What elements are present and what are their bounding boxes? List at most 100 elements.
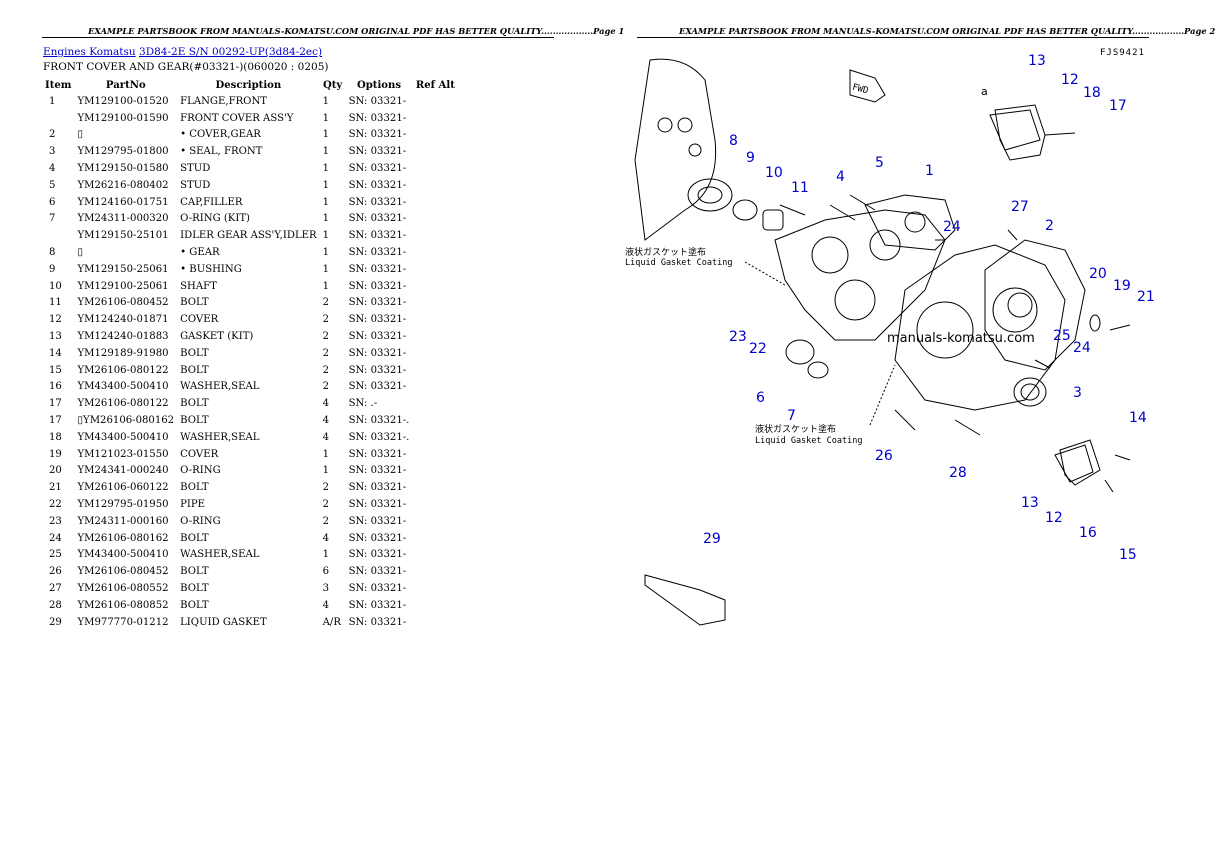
cell-ref-alt <box>412 395 458 412</box>
front-seal-ring <box>687 178 733 212</box>
breadcrumb-link-engines[interactable]: Engines Komatsu <box>43 46 136 58</box>
cell-options: SN: 03321-. <box>348 431 410 443</box>
cell-options: SN: 03321- <box>348 364 407 376</box>
shaft <box>762 209 784 231</box>
cell-ref-alt <box>412 143 458 160</box>
cell-description: GASKET (KIT) <box>180 331 254 343</box>
fwd-label: FWD <box>851 83 869 97</box>
cell-options: SN: 03321- <box>348 280 407 292</box>
cell-description: CAP,FILLER <box>180 196 243 208</box>
cell-item-number: 7 <box>49 213 56 225</box>
callout-6: 6 <box>756 390 765 406</box>
header-rule <box>42 37 554 38</box>
bolt-15 <box>1104 479 1114 493</box>
plate-opening <box>869 229 901 261</box>
cell-ref-alt <box>412 362 458 379</box>
flange-hole <box>904 211 926 233</box>
cell-part-number: YM43400-500410 <box>77 381 169 393</box>
cell-ref-alt <box>412 446 458 463</box>
cell-description: O-RING <box>180 465 221 477</box>
cell-ref-alt <box>412 547 458 564</box>
cover-opening-inner <box>1007 292 1033 318</box>
callout-21: 21 <box>1137 289 1155 305</box>
cell-quantity: 1 <box>322 179 330 191</box>
cell-description: FRONT COVER ASS'Y <box>180 112 294 124</box>
cell-options: SN: 03321- <box>348 179 407 191</box>
cell-item-number: 17 <box>49 415 62 427</box>
callout-29: 29 <box>703 531 721 547</box>
col-header-item: Item <box>45 79 72 91</box>
callout-12b: 12 <box>1045 510 1063 526</box>
cell-ref-alt <box>412 412 458 429</box>
cell-item-number: 10 <box>49 280 62 292</box>
cell-quantity: 1 <box>322 549 330 561</box>
callout-17: 17 <box>1109 98 1127 114</box>
cell-item-number: 13 <box>49 331 62 343</box>
bolt-28 <box>954 419 981 436</box>
stud-5 <box>849 194 876 211</box>
cell-ref-alt <box>412 580 458 597</box>
col-header-ref-alt: Ref Alt <box>415 79 455 91</box>
cell-part-number: YM129150-25061 <box>77 263 169 275</box>
o-ring <box>807 361 829 379</box>
cell-ref-alt <box>412 227 458 244</box>
callout-15: 15 <box>1119 547 1137 563</box>
col-header-qty: Qty <box>322 79 343 91</box>
bolt-14 <box>1114 454 1131 461</box>
cell-quantity: 1 <box>322 448 330 460</box>
cell-part-number: YM129100-25061 <box>77 280 169 292</box>
block-hole <box>688 143 702 157</box>
callout-26: 26 <box>875 448 893 464</box>
cell-ref-alt <box>412 530 458 547</box>
callout-13b: 13 <box>1021 495 1039 511</box>
cell-description: COVER <box>180 314 219 326</box>
engine-block-outline <box>634 58 717 241</box>
cell-description: O-RING (KIT) <box>180 213 250 225</box>
cell-options: SN: .- <box>348 398 378 410</box>
cell-part-number: YM124240-01871 <box>77 314 169 326</box>
cell-ref-alt <box>412 127 458 144</box>
cell-ref-alt <box>412 211 458 228</box>
cell-description: FLANGE,FRONT <box>180 95 268 107</box>
cell-part-number: YM43400-500410 <box>77 431 169 443</box>
cell-ref-alt <box>412 479 458 496</box>
cell-options: SN: 03321- <box>348 515 407 527</box>
cell-options: SN: 03321- <box>348 616 407 628</box>
cell-part-number: ▯ <box>77 247 84 259</box>
breadcrumb-link-model[interactable]: 3D84-2E S/N 00292-UP(3d84-2ec) <box>139 46 323 58</box>
cell-part-number: YM26106-060122 <box>77 482 169 494</box>
fwd-arrow-icon <box>849 69 886 103</box>
cell-ref-alt <box>412 513 458 530</box>
cell-ref-alt <box>412 311 458 328</box>
callout-24: 24 <box>943 219 961 235</box>
bolt-27 <box>1007 229 1018 241</box>
cell-part-number: YM129795-01800 <box>77 146 169 158</box>
bolt-24b <box>1034 359 1051 369</box>
cell-part-number: YM129795-01950 <box>77 499 169 511</box>
cell-description: COVER <box>180 448 219 460</box>
cell-description: BOLT <box>180 566 209 578</box>
cell-ref-alt <box>412 261 458 278</box>
cell-part-number: YM24311-000320 <box>77 213 169 225</box>
cell-options: SN: 03321- <box>348 314 407 326</box>
cell-quantity: 2 <box>322 347 330 359</box>
cell-part-number: YM26106-080552 <box>77 583 169 594</box>
cell-description: BOLT <box>180 583 209 594</box>
cell-description: LIQUID GASKET <box>180 616 267 628</box>
callout-4: 4 <box>836 169 845 185</box>
o-ring-20 <box>1089 314 1101 332</box>
table-header-row: Item PartNo Description Qty Options Ref … <box>42 77 458 93</box>
callout-18: 18 <box>1083 85 1101 101</box>
